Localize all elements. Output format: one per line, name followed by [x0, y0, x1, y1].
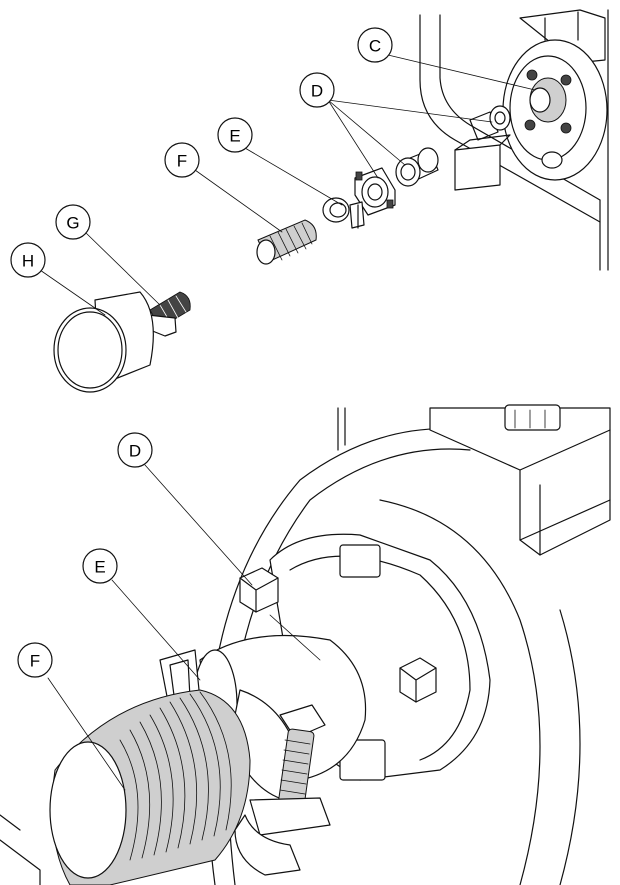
corrugated-hose: [0, 689, 251, 885]
callout-d-bottom-label: D: [129, 442, 141, 461]
callout-f-top: F: [164, 142, 200, 178]
callout-e-top-label: E: [229, 127, 240, 146]
top-exploded-view: C D E F G H: [10, 9, 609, 393]
flange-bolt-d: [239, 567, 279, 613]
callout-f-bottom-label: F: [30, 652, 40, 671]
callout-d-top: D: [299, 72, 335, 108]
part-d-fittings: [354, 147, 439, 216]
callout-e-bottom: E: [82, 548, 118, 584]
callout-h-label: H: [22, 252, 34, 271]
callout-f-top-label: F: [177, 152, 187, 171]
callout-f-bottom: F: [17, 642, 53, 678]
callout-e-top: E: [217, 117, 253, 153]
part-f-hose: [256, 219, 317, 265]
part-h-strainer: [53, 291, 154, 393]
callout-g-label: G: [66, 214, 79, 233]
callout-g: G: [55, 204, 91, 240]
top-leader-lines: [39, 54, 536, 316]
bottom-detail-view: D E F: [0, 404, 611, 885]
bottom-leader-lines: [47, 464, 321, 791]
part-g-connector: [147, 291, 191, 337]
hose-clamp: [229, 689, 331, 876]
callout-c: C: [357, 27, 393, 63]
housing-arcs: [206, 404, 611, 885]
callout-c-label: C: [369, 37, 381, 56]
pump-housing: [419, 9, 609, 271]
callout-d-top-label: D: [311, 82, 323, 101]
part-e-clamp: [322, 197, 365, 229]
callout-h: H: [10, 242, 46, 278]
callout-e-bottom-label: E: [94, 558, 105, 577]
callout-d-bottom: D: [117, 432, 153, 468]
